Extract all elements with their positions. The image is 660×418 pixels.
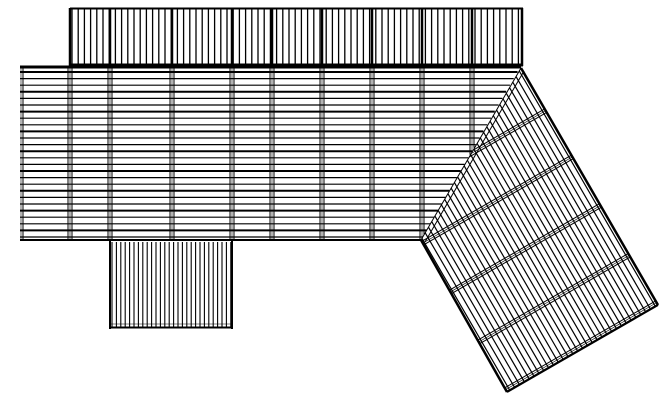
outline-edge	[519, 67, 660, 306]
board-line	[447, 193, 550, 369]
beam	[423, 158, 574, 246]
beam	[469, 111, 547, 158]
board-line	[492, 115, 618, 330]
beam	[450, 205, 601, 293]
board-line	[434, 215, 530, 380]
board-line	[427, 226, 521, 386]
beam	[477, 253, 629, 341]
beam	[421, 154, 572, 242]
board-line	[473, 148, 588, 346]
board-line	[457, 176, 564, 360]
board-line	[509, 87, 642, 316]
board-line	[444, 198, 545, 372]
board-line	[499, 104, 627, 324]
outline-edge	[506, 304, 659, 393]
beam	[473, 108, 545, 151]
board-line	[450, 187, 555, 366]
board-line	[424, 232, 516, 388]
board-line	[489, 120, 613, 332]
board-line	[505, 92, 637, 318]
beam	[449, 203, 600, 291]
beam	[505, 302, 657, 390]
beam	[451, 206, 602, 295]
board-line	[515, 76, 652, 310]
board-line	[431, 221, 525, 383]
beam	[479, 256, 631, 345]
board-line	[453, 182, 559, 363]
outline-edge	[424, 70, 525, 243]
board-line	[470, 154, 584, 349]
lower-extension-section	[109, 240, 233, 329]
board-line	[460, 171, 569, 358]
board-line	[421, 238, 511, 391]
board-line	[496, 109, 622, 327]
beam	[504, 300, 656, 389]
board-line	[466, 159, 579, 352]
upper-strip-section	[68, 7, 524, 67]
board-line	[483, 132, 603, 338]
board-line	[440, 204, 540, 374]
board-line	[486, 126, 608, 335]
board-line	[518, 70, 656, 307]
angled-deck-section	[421, 70, 658, 392]
main-deck-section	[20, 65, 521, 241]
board-line	[502, 98, 632, 321]
board-line	[512, 81, 647, 313]
beam	[471, 110, 546, 154]
outline-edge	[419, 239, 509, 393]
board-line	[463, 165, 574, 355]
beam	[422, 156, 573, 244]
beam	[478, 254, 630, 343]
outline-edge	[420, 67, 522, 241]
section-outlines	[419, 67, 660, 393]
board-line	[437, 210, 535, 377]
